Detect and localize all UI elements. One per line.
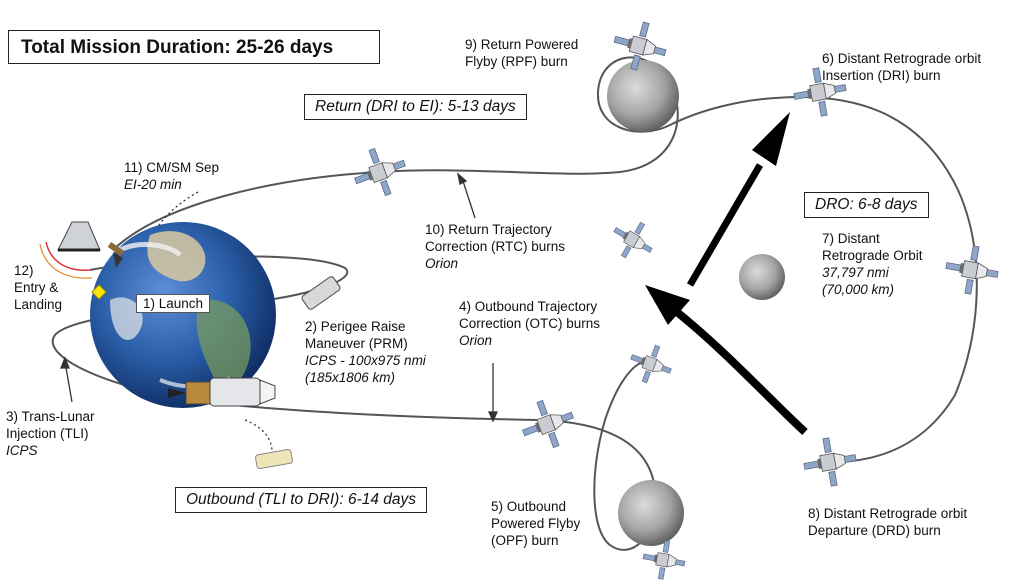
earth-icon: [90, 222, 276, 408]
tli-label: 3) Trans-Lunar Injection (TLI) ICPS: [6, 409, 95, 458]
sep-label: 11) CM/SM Sep EI-20 min: [124, 160, 220, 192]
return-trajectory: [112, 56, 978, 463]
dro-phase-box: DRO: 6-8 days: [804, 192, 929, 218]
opf-label: 5) Outbound Powered Flyby (OPF) burn: [491, 499, 581, 548]
orion-spacecraft-icon: [514, 392, 582, 456]
moon-icon: [618, 480, 684, 546]
outbound-phase-box: Outbound (TLI to DRI): 6-14 days: [175, 487, 428, 513]
rpf-label: 9) Return Powered Flyby (RPF) burn: [465, 37, 579, 69]
otc-label: 4) Outbound Trajectory Correction (OTC) …: [459, 299, 601, 348]
rtc-label: 10) Return Trajectory Correction (RTC) b…: [425, 222, 566, 271]
dro-insertion-arrow: [686, 163, 764, 287]
drd-label: 8) Distant Retrograde orbit Departure (D…: [808, 506, 968, 538]
phase-arrows: [645, 112, 808, 435]
orion-spacecraft-icon: [346, 140, 414, 204]
dri-label: 6) Distant Retrograde orbit Insertion (D…: [822, 51, 982, 83]
pointer-arrows: [60, 172, 499, 453]
dro-departure-arrow: [665, 301, 808, 435]
moon-icon: [739, 254, 785, 300]
moon-icon: [607, 60, 679, 132]
return-phase-box: Return (DRI to EI): 5-13 days: [304, 94, 527, 120]
orion-spacecraft-icon: [604, 212, 662, 268]
dro-orbit-label: 7) Distant Retrograde Orbit 37,797 nmi (…: [822, 231, 923, 297]
page-title: Total Mission Duration: 25-26 days: [8, 30, 380, 64]
launch-label: 1) Launch: [136, 294, 211, 313]
launch-site-marker: [91, 241, 125, 300]
prm-label: 2) Perigee Raise Maneuver (PRM) ICPS - 1…: [305, 319, 426, 385]
icps-stage-icon: [168, 276, 341, 470]
orion-spacecraft-icon: [624, 338, 678, 390]
entry-label: 12) Entry & Landing: [14, 263, 63, 312]
crew-capsule-icon: [39, 221, 101, 279]
orion-spacecraft-icon: [941, 241, 1003, 299]
